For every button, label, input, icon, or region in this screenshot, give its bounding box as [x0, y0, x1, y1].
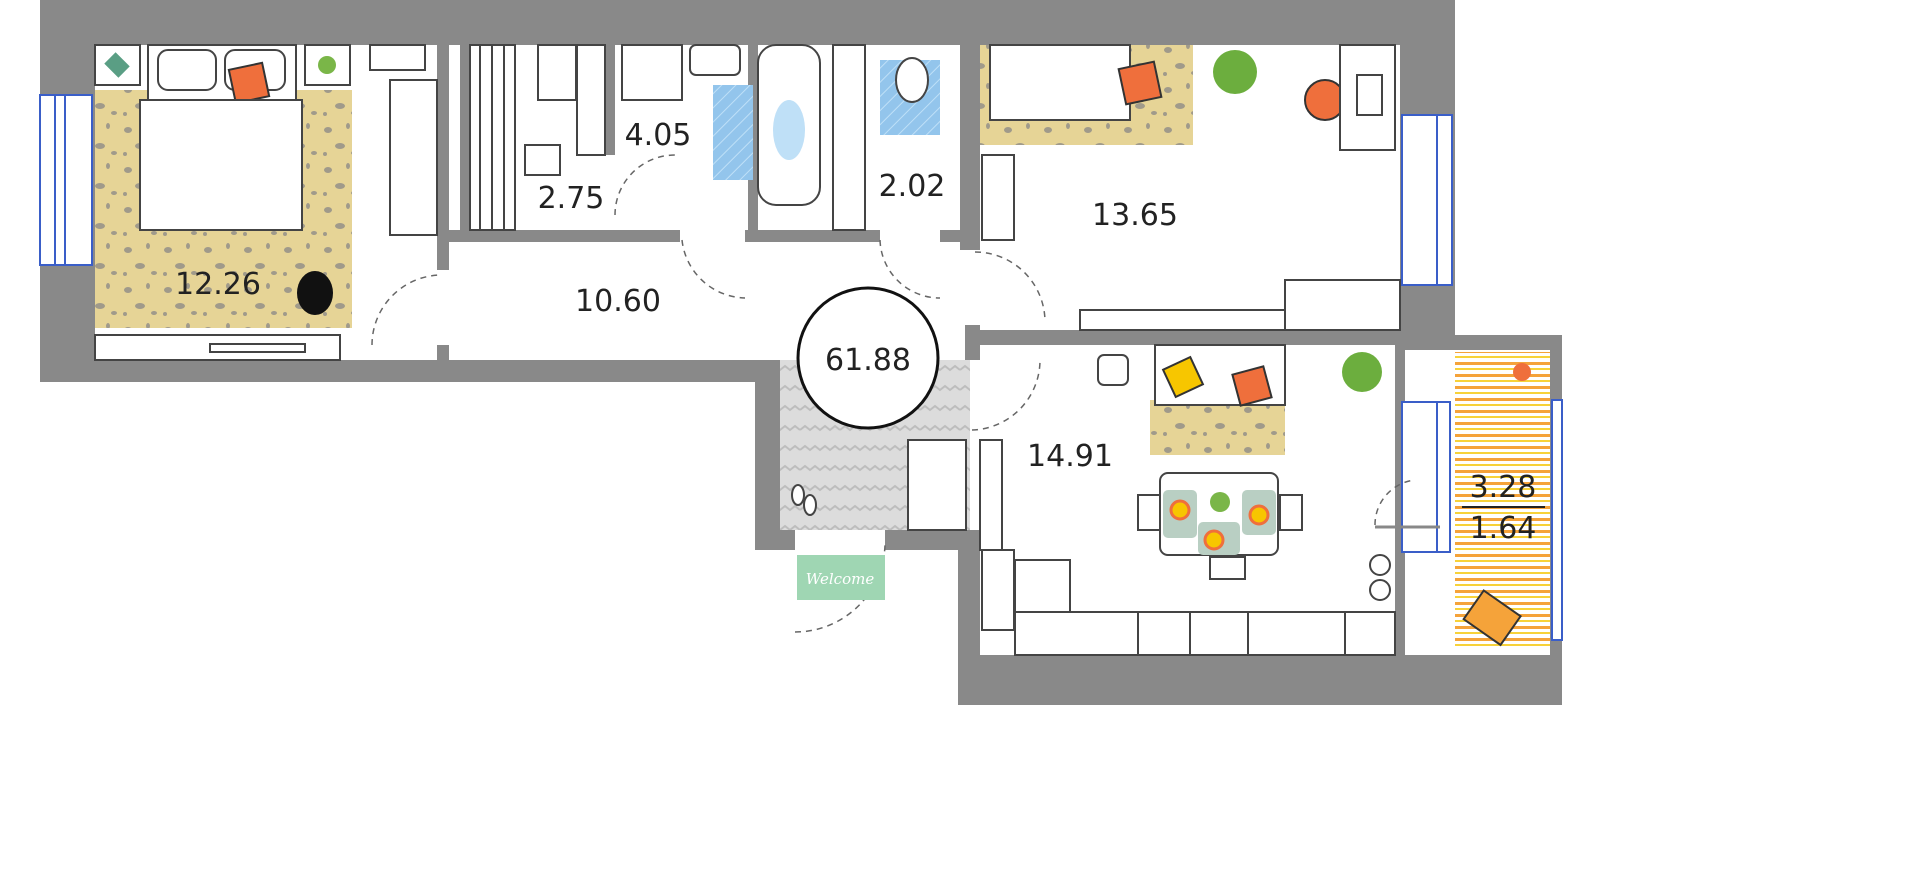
area-kitchen-living: 14.91	[1027, 439, 1113, 474]
tv	[209, 343, 306, 353]
bed-2	[989, 44, 1131, 121]
plant-icon	[1210, 492, 1230, 512]
chair	[1209, 556, 1246, 580]
chair	[1137, 494, 1161, 531]
wardrobe	[389, 79, 438, 236]
bath-water	[773, 100, 805, 160]
pillow	[1117, 60, 1163, 106]
area-hall: 10.60	[575, 284, 661, 319]
total-area: 61.88	[825, 343, 911, 378]
sink	[689, 44, 741, 76]
area-bedroom-2: 13.65	[1092, 198, 1178, 233]
toilet-icon	[895, 57, 929, 103]
lamp-icon	[104, 52, 130, 78]
slippers-icon	[791, 484, 805, 506]
area-balcony: 3.28	[1470, 470, 1537, 505]
plant-icon	[1342, 352, 1382, 392]
bed	[139, 44, 303, 231]
doors	[371, 154, 1440, 633]
pillow	[227, 61, 271, 105]
kitchen-counter	[981, 549, 1396, 656]
tv-stand	[1079, 309, 1286, 331]
balcony-floor	[1455, 352, 1550, 650]
pillow	[1161, 355, 1205, 399]
doormat-text: Welcome	[806, 570, 875, 588]
plate-icon	[1169, 499, 1191, 521]
chair	[1279, 494, 1303, 531]
windows	[39, 94, 1563, 641]
living-rug	[1150, 400, 1285, 455]
cat-icon	[297, 271, 333, 315]
closet-shelving	[469, 44, 516, 231]
tv	[979, 439, 1003, 551]
area-bedroom: 12.26	[175, 267, 261, 302]
armchair	[1097, 354, 1129, 386]
area-toilet: 2.02	[879, 169, 946, 204]
deck-chair	[1462, 589, 1522, 647]
bath-mat	[713, 85, 753, 180]
plate-icon	[1248, 504, 1270, 526]
heater	[537, 44, 577, 101]
sink-cabinet	[576, 44, 606, 156]
washer-column	[832, 44, 866, 231]
shoe-cabinet	[1284, 279, 1401, 331]
area-sauna: 2.75	[538, 181, 605, 216]
dryer-icon	[1369, 579, 1391, 601]
monitor-icon	[1356, 74, 1383, 116]
towel-heater	[621, 44, 683, 101]
area-bathroom: 4.05	[625, 118, 692, 153]
ball-icon	[1513, 363, 1531, 381]
area-balcony-reduced: 1.64	[1470, 511, 1537, 546]
plant-icon	[318, 56, 336, 74]
plant-icon	[1213, 50, 1257, 94]
washer-icon	[1369, 554, 1391, 576]
doormat	[797, 555, 885, 600]
shoe-shelf	[907, 439, 967, 531]
pillow	[1231, 365, 1273, 407]
total-area-badge	[796, 286, 940, 430]
radiator	[981, 154, 1015, 241]
sauna-bucket-icon	[524, 144, 561, 176]
shoe-rack	[369, 44, 426, 71]
slippers-icon	[803, 494, 817, 516]
plate-icon	[1203, 529, 1225, 551]
